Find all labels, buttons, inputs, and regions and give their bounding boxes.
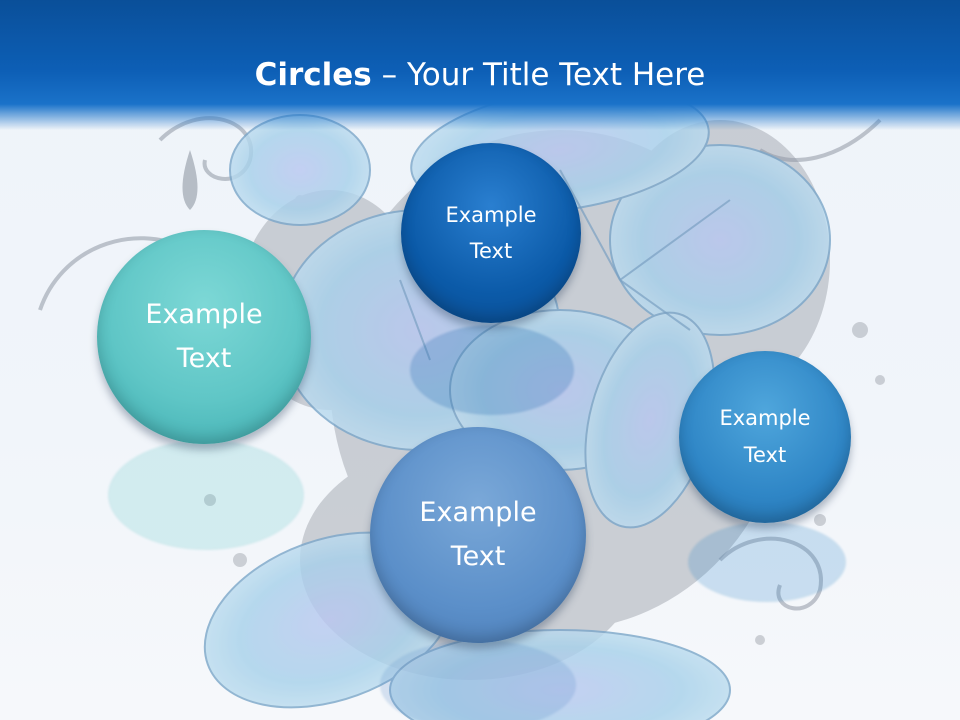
circle-reflection [108,440,304,550]
title-bold-part: Circles [254,57,372,93]
circle-label-line2: Text [450,541,506,572]
circle-label-line2: Text [176,343,232,374]
title-bar [0,0,960,130]
title-regular-part: – Your Title Text Here [371,57,706,93]
circle-reflection [688,522,846,602]
circle-label-line1: Example [419,497,537,528]
circle-left[interactable]: Example Text [97,230,311,444]
circle-label-line1: Example [719,406,811,430]
circle-bottom[interactable]: Example Text [370,427,586,643]
circle-right[interactable]: Example Text [679,351,851,523]
circle-label-line1: Example [145,299,263,330]
circle-reflection [380,640,576,720]
circle-label-line2: Text [469,239,513,263]
circle-label-line1: Example [445,203,537,227]
circle-reflection [410,325,574,415]
circle-top[interactable]: Example Text [401,143,581,323]
circle-label-line2: Text [743,443,787,467]
slide-title: Circles – Your Title Text Here [0,52,960,98]
